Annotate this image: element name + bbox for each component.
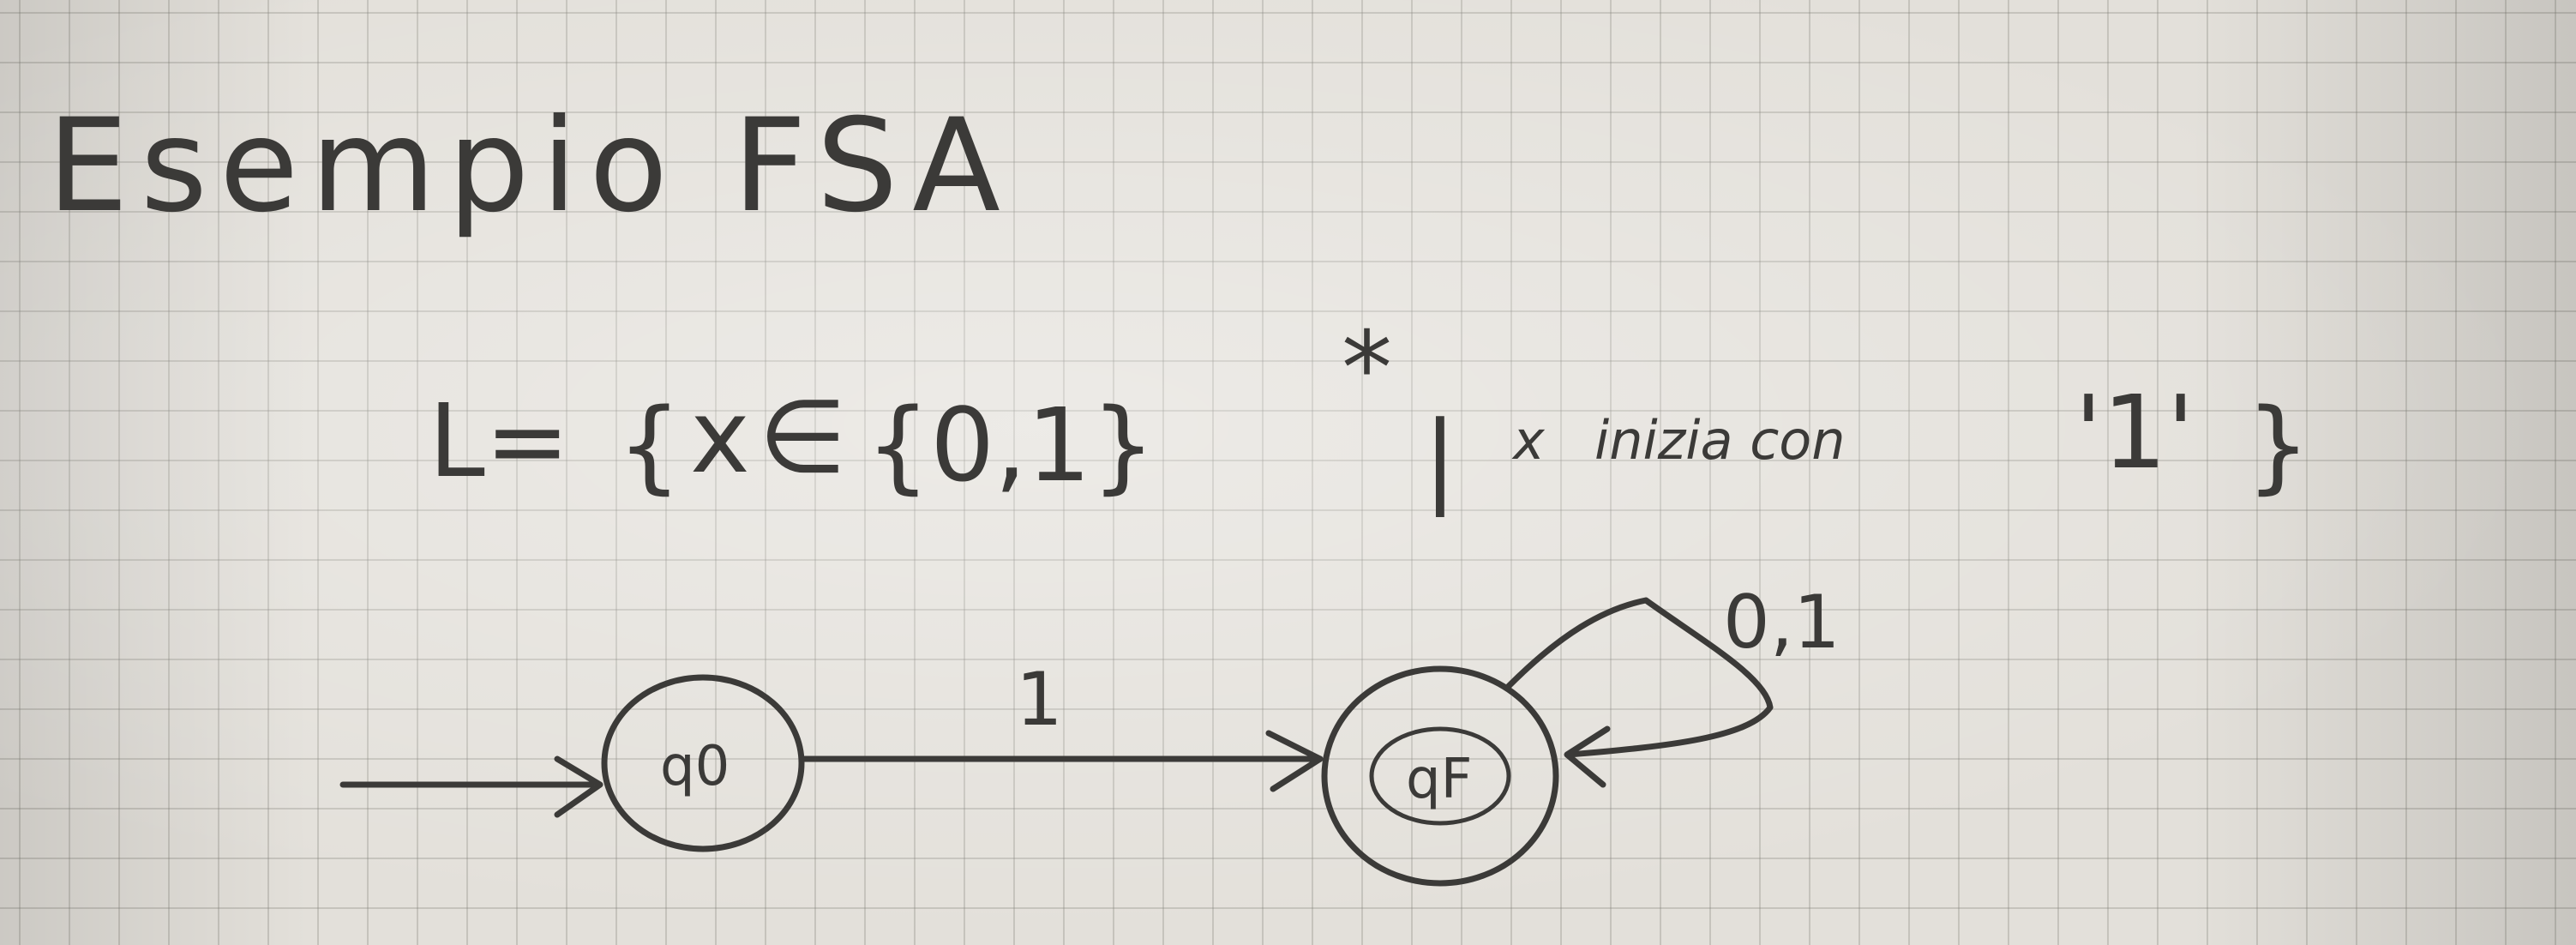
self-loop-qF: 0,1 <box>1505 580 1840 788</box>
state-q0-circle <box>601 674 805 852</box>
transition-q0-qF-label: 1 <box>1016 657 1063 743</box>
variable-x: x <box>690 377 750 496</box>
state-qF: qF <box>1321 665 1559 887</box>
initial-arrow <box>339 755 603 818</box>
condition-text: inizia con <box>1594 409 1846 472</box>
outer-open-brace: { <box>617 386 682 504</box>
self-loop-path <box>1505 597 1774 758</box>
self-loop-arrowhead <box>1564 725 1611 788</box>
condition-variable: x <box>1511 409 1546 472</box>
such-that-bar: | <box>1423 399 1457 517</box>
self-loop-label: 0,1 <box>1723 580 1840 665</box>
page-title: Esempio FSA <box>47 92 1012 241</box>
language-lhs: L= <box>429 382 570 500</box>
state-qF-outer-circle <box>1321 665 1559 887</box>
transition-q0-qF: 1 <box>798 657 1324 792</box>
member-of-symbol: ∈ <box>759 377 847 496</box>
state-q0-label: q0 <box>660 735 730 798</box>
state-qF-label: qF <box>1406 748 1472 811</box>
state-qF-inner-circle <box>1369 726 1511 826</box>
state-q0: q0 <box>601 674 805 852</box>
kleene-star: * <box>1342 309 1392 427</box>
outer-close-brace: } <box>2246 386 2310 504</box>
initial-arrow-head <box>554 755 603 818</box>
transition-q0-qF-arrowhead <box>1265 730 1324 792</box>
language-definition: L= { x ∈ {0,1} * | x inizia con '1' } <box>429 309 2310 517</box>
alphabet-set: {0,1} <box>866 386 1156 504</box>
quoted-symbol: '1' <box>2075 373 2195 491</box>
